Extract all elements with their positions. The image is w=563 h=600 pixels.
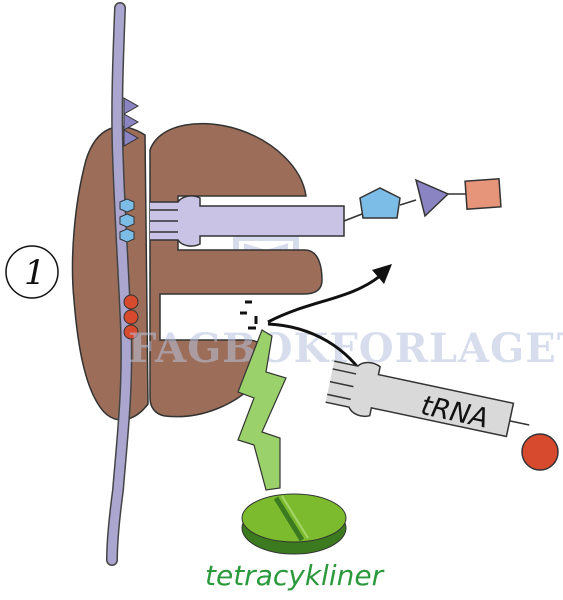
curved-arrow-icon [267,264,392,324]
ribosome-small-subunit [71,126,149,421]
drug-label: tetracykliner [205,559,385,592]
codon-pentagons [119,198,135,243]
tetracycline-tablet-icon [241,493,347,555]
lightning-bolt-icon [237,329,287,491]
ribosome-large-subunit [149,122,323,418]
codon-circles [123,294,139,340]
step-number: 1 [24,253,46,293]
codon-triangles [123,97,140,147]
peptide-chain [343,178,502,222]
blocked-site-dash-icon [240,300,258,330]
amino-acid-triangle [414,178,450,218]
step-number-badge: 1 [5,245,59,299]
amino-acid-pentagon [359,187,401,219]
amino-acid-square [464,178,502,210]
trna-amino-acid-circle [521,433,559,471]
incoming-trna [325,360,530,438]
